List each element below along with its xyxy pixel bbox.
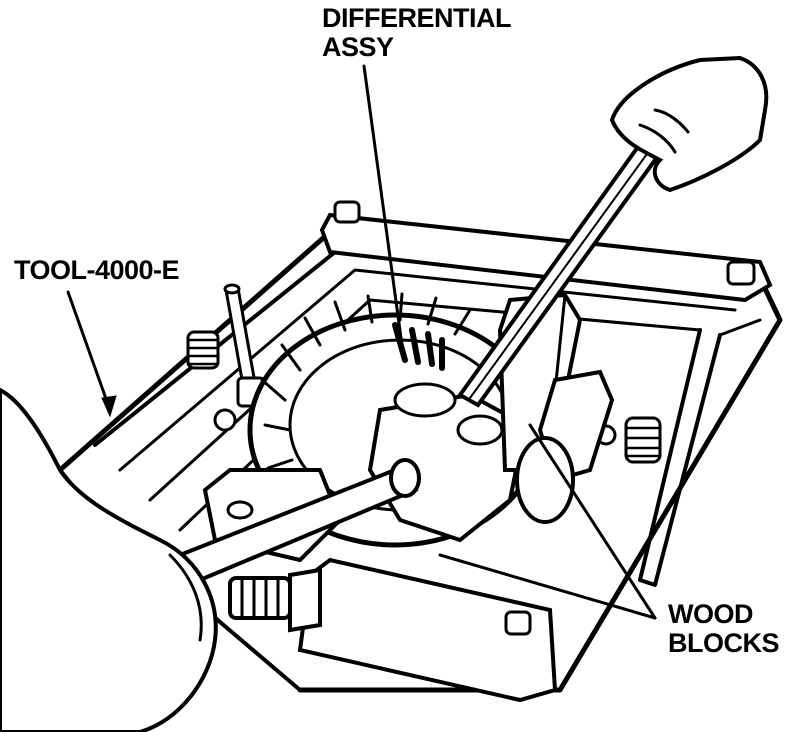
threaded-stud-left [186, 330, 220, 370]
wood-blocks-label-line1: WOOD [668, 599, 754, 629]
leader-lines [66, 64, 657, 620]
bolt-head-top-left [333, 200, 361, 224]
wood-block-lower [297, 557, 558, 703]
tool-label: TOOL-4000-E [14, 255, 180, 285]
hand-lower-left [0, 387, 218, 732]
leader-tool [66, 290, 112, 412]
threaded-stud-right [624, 416, 662, 464]
leader-wood-lower [438, 553, 657, 620]
tool-label-text: TOOL-4000-E [14, 255, 180, 285]
bolt-head-lower [504, 610, 532, 636]
hand-upper-right [609, 55, 769, 193]
arrowhead-tool [101, 395, 117, 418]
differential-label-line1: DIFFERENTIAL [322, 3, 512, 33]
leader-wood-upper [528, 423, 657, 620]
press-screw [228, 567, 322, 633]
differential-assy-label: DIFFERENTIAL ASSY [322, 3, 512, 62]
leader-differential [362, 64, 406, 362]
side-mount-right [515, 369, 615, 524]
top-crossbar [319, 200, 773, 303]
bolt-head-top-right [726, 260, 756, 286]
differential-label-line2: ASSY [322, 32, 394, 62]
wood-blocks-label: WOOD BLOCKS [668, 599, 780, 658]
wood-blocks-label-line2: BLOCKS [668, 628, 780, 658]
